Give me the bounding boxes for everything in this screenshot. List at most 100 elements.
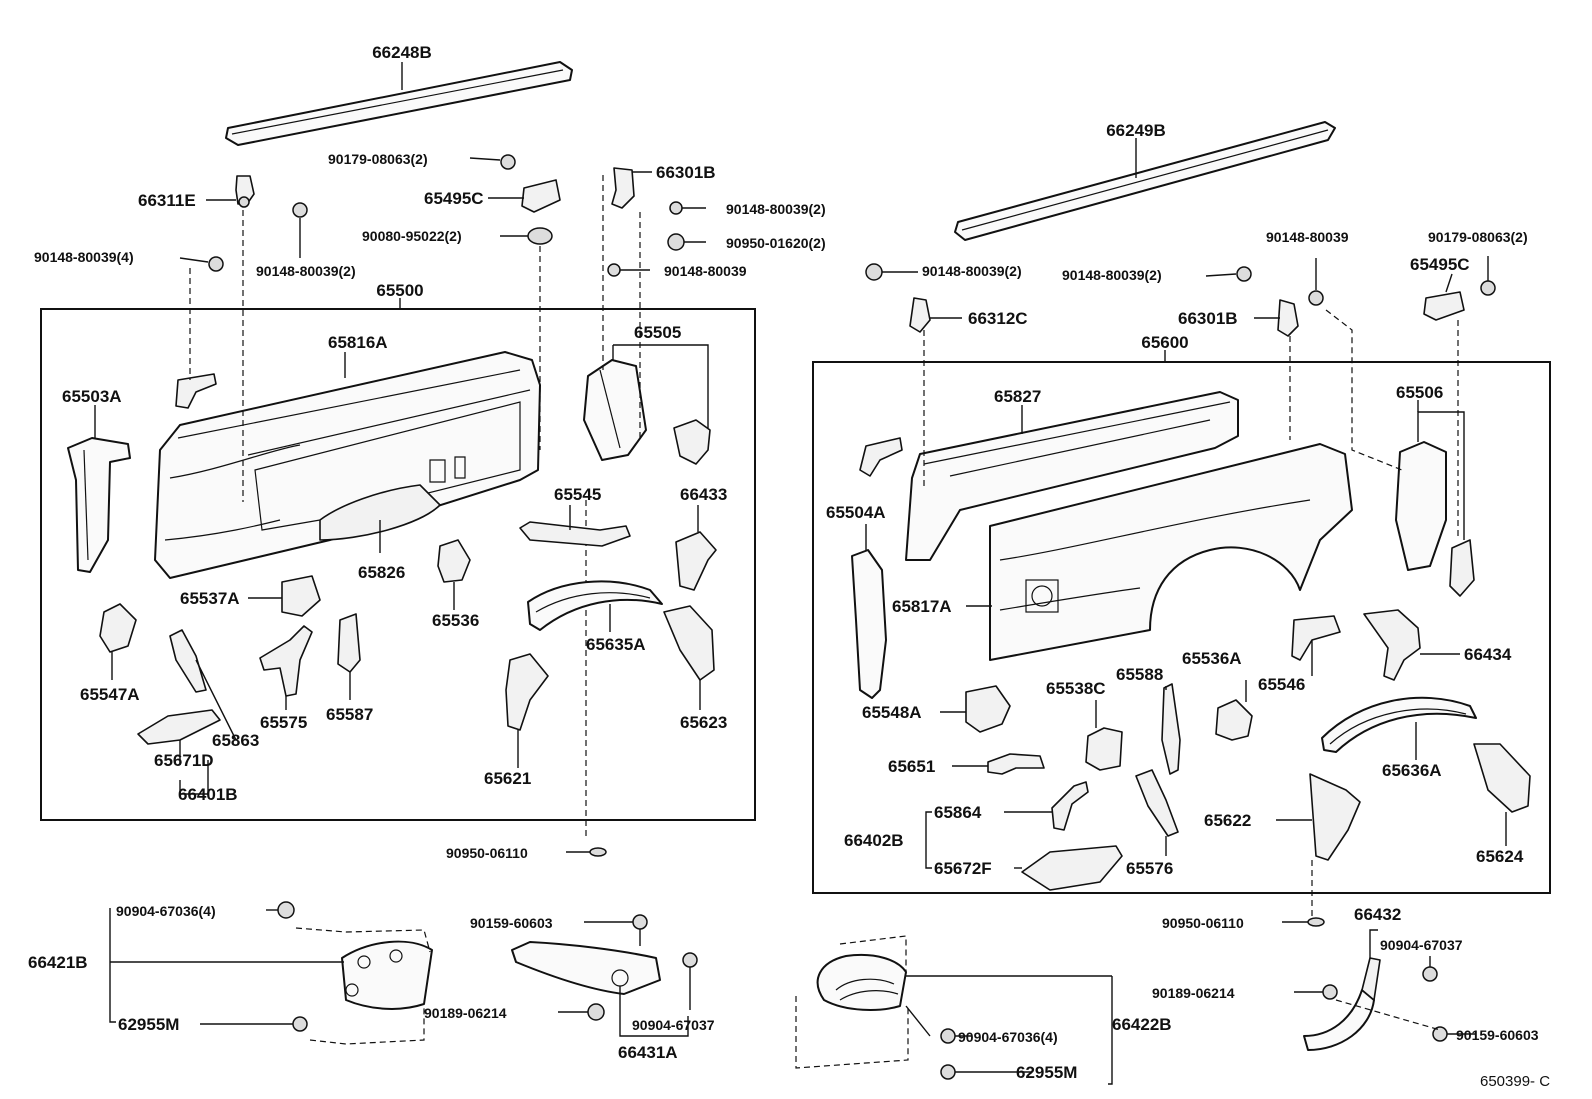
label-group-65500: 65500 bbox=[376, 281, 423, 300]
plug-90950-06110-right bbox=[1307, 917, 1325, 927]
bolt-90148-left bbox=[607, 263, 621, 277]
label-90904-67037-right: 90904-67037 bbox=[1380, 937, 1463, 953]
label-65548A: 65548A bbox=[862, 703, 922, 722]
label-65671D: 65671D bbox=[154, 751, 214, 770]
label-65624: 65624 bbox=[1476, 847, 1524, 866]
bracket-65505 bbox=[583, 359, 711, 465]
label-65621: 65621 bbox=[484, 769, 531, 788]
label-90080-95022: 90080-95022(2) bbox=[362, 228, 462, 244]
label-65816A: 65816A bbox=[328, 333, 388, 352]
label-90159-60603-right: 90159-60603 bbox=[1456, 1027, 1539, 1043]
panel-65817A bbox=[989, 443, 1353, 661]
bracket-65548A bbox=[965, 685, 1011, 733]
label-65623: 65623 bbox=[680, 713, 727, 732]
bracket-66301B-left bbox=[611, 167, 635, 209]
label-66311E: 66311E bbox=[138, 191, 196, 210]
mudguard-66431A bbox=[511, 941, 661, 995]
right-group-box bbox=[812, 361, 1551, 894]
label-90189-06214-right: 90189-06214 bbox=[1152, 985, 1235, 1001]
label-90148-80039-4: 90148-80039(4) bbox=[34, 249, 134, 265]
plug-90080 bbox=[527, 227, 553, 245]
bracket-66301B-right bbox=[1277, 299, 1299, 337]
clip-62955M-left bbox=[292, 1016, 308, 1032]
panel-65827 bbox=[859, 391, 1239, 561]
label-90904-67037-left: 90904-67037 bbox=[632, 1017, 715, 1033]
bolt-90148-2b bbox=[669, 201, 683, 215]
plate-65672F bbox=[1021, 845, 1123, 891]
brace-65587 bbox=[337, 613, 361, 673]
brace-65864 bbox=[1051, 781, 1089, 831]
rail-strip-right bbox=[954, 121, 1336, 241]
label-65536A: 65536A bbox=[1182, 649, 1242, 668]
label-group-65600: 65600 bbox=[1141, 333, 1188, 352]
label-65826: 65826 bbox=[358, 563, 405, 582]
label-90148-80039-2d: 90148-80039(2) bbox=[1062, 267, 1162, 283]
mudguard-66432 bbox=[1303, 957, 1381, 1051]
bolt-90148-right bbox=[1308, 290, 1324, 306]
label-66301B-left: 66301B bbox=[656, 163, 716, 182]
plate-65671D bbox=[137, 709, 221, 745]
bracket-65537A bbox=[281, 575, 321, 617]
label-62955M-right: 62955M bbox=[1016, 1063, 1077, 1082]
brace-65575 bbox=[259, 625, 313, 697]
bracket-65538C bbox=[1085, 727, 1123, 771]
label-66432: 66432 bbox=[1354, 905, 1401, 924]
label-90950-06110-right: 90950-06110 bbox=[1162, 915, 1244, 931]
label-65863: 65863 bbox=[212, 731, 259, 750]
label-65587: 65587 bbox=[326, 705, 373, 724]
label-65495C-left: 65495C bbox=[424, 189, 484, 208]
clip-90904-67036-4-right bbox=[940, 1028, 956, 1044]
label-65575: 65575 bbox=[260, 713, 307, 732]
label-90904-67036-4-left: 90904-67036(4) bbox=[116, 903, 216, 919]
label-66249B: 66249B bbox=[1106, 121, 1166, 140]
label-65864: 65864 bbox=[934, 803, 982, 822]
label-65547A: 65547A bbox=[80, 685, 140, 704]
brace-65546 bbox=[1291, 615, 1341, 661]
label-90148-80039-2b: 90148-80039(2) bbox=[726, 201, 826, 217]
label-90159-60603-left: 90159-60603 bbox=[470, 915, 553, 931]
label-65636A: 65636A bbox=[1382, 761, 1442, 780]
label-66248B: 66248B bbox=[372, 43, 432, 62]
label-66402B: 66402B bbox=[844, 831, 904, 850]
bracket-66433 bbox=[675, 531, 717, 591]
nut-90179-left bbox=[500, 154, 516, 170]
label-65635A: 65635A bbox=[586, 635, 646, 654]
bolt-90148-2c bbox=[865, 263, 883, 281]
label-65506: 65506 bbox=[1396, 383, 1443, 402]
label-66431A: 66431A bbox=[618, 1043, 678, 1062]
clip-90904-67037-right bbox=[1422, 966, 1438, 982]
bolt-90148-2d bbox=[1236, 266, 1252, 282]
clip-left-top bbox=[175, 373, 217, 409]
brace-65576 bbox=[1135, 769, 1179, 837]
label-65622: 65622 bbox=[1204, 811, 1251, 830]
liner-65623 bbox=[663, 605, 715, 681]
label-65546: 65546 bbox=[1258, 675, 1305, 694]
label-65817A: 65817A bbox=[892, 597, 952, 616]
wheelhouse-65636A bbox=[1321, 696, 1477, 753]
label-90179-08063-right: 90179-08063(2) bbox=[1428, 229, 1528, 245]
label-66421B: 66421B bbox=[28, 953, 88, 972]
bracket-65503A bbox=[67, 437, 131, 573]
label-90179-08063-left: 90179-08063(2) bbox=[328, 151, 428, 167]
bracket-66312C bbox=[909, 297, 931, 333]
catalog-code: 650399- C bbox=[1480, 1073, 1550, 1090]
label-66301B-right: 66301B bbox=[1178, 309, 1238, 328]
fender-liner-66421B bbox=[341, 940, 433, 1010]
label-66434: 66434 bbox=[1464, 645, 1512, 664]
brace-65863 bbox=[169, 629, 207, 693]
label-65545: 65545 bbox=[554, 485, 601, 504]
label-66401B: 66401B bbox=[178, 785, 238, 804]
label-65651: 65651 bbox=[888, 757, 935, 776]
label-90148-80039-left: 90148-80039 bbox=[664, 263, 747, 279]
clip-65495C-left bbox=[521, 179, 561, 213]
bracket-65504A bbox=[851, 549, 887, 699]
label-66433: 66433 bbox=[680, 485, 727, 504]
label-66422B: 66422B bbox=[1112, 1015, 1172, 1034]
clip-90189-06214-left bbox=[587, 1003, 605, 1021]
clip-65495C-right bbox=[1423, 291, 1465, 321]
bracket-65506 bbox=[1395, 441, 1475, 597]
left-group-box bbox=[40, 308, 756, 821]
bracket-65536A bbox=[1215, 699, 1253, 741]
bracket-66311E bbox=[235, 175, 255, 208]
